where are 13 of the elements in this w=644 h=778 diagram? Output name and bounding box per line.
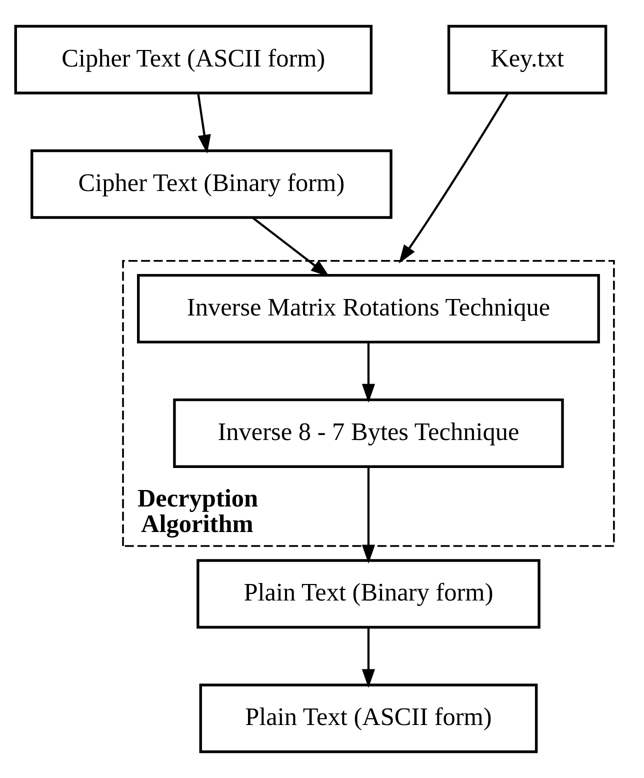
node-box: Cipher Text (Binary form) [30, 149, 392, 219]
node-box: Key.txt [447, 24, 608, 94]
node-box: Plain Text (Binary form) [196, 559, 540, 629]
arrow [362, 466, 376, 564]
node-box: Inverse Matrix Rotations Technique [137, 274, 600, 344]
arrow [362, 627, 376, 688]
arrow [362, 342, 376, 403]
node-box: Cipher Text (ASCII form) [14, 24, 373, 94]
arrow [252, 216, 330, 277]
node-box: Plain Text (ASCII form) [199, 684, 538, 754]
arrow [398, 92, 509, 264]
node-box: Inverse 8 - 7 Bytes Technique [173, 398, 564, 468]
arrow [197, 93, 211, 154]
